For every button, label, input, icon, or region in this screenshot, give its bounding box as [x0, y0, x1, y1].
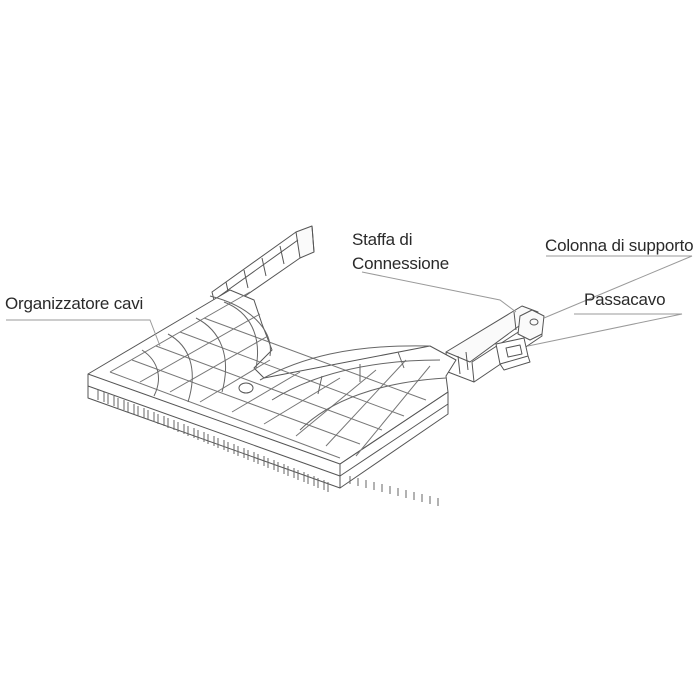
right-side-rail [445, 305, 543, 383]
leader-passacavo [527, 313, 683, 347]
cable-guides [141, 295, 447, 431]
label-staffa-line-2: Connessione [352, 254, 450, 273]
tray-grid [109, 291, 431, 459]
leader-staffa [361, 271, 517, 313]
label-passacavo: Passacavo [584, 290, 666, 309]
label-organizzatore-cavi: Organizzatore cavi [5, 294, 144, 313]
support-column [517, 309, 545, 341]
leader-lines [6, 255, 693, 347]
label-staffa-line-1: Staffa di [352, 230, 413, 249]
leader-organizzatore [6, 319, 161, 347]
cable-pass-through [495, 337, 531, 371]
center-grommet [238, 382, 254, 394]
label-colonna-di-supporto: Colonna di supporto [545, 236, 694, 255]
label-staffa-di-connessione: Staffa di Connessione [352, 228, 449, 276]
leader-colonna [543, 255, 693, 319]
front-ports [97, 390, 439, 506]
